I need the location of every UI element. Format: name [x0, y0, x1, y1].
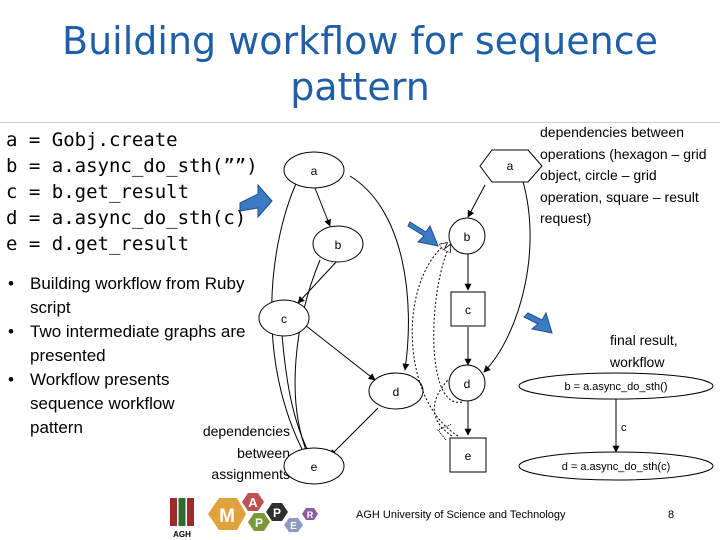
- svg-text:E: E: [290, 521, 297, 532]
- graph2-edges: [411, 171, 531, 441]
- graph2-node-d-circle: d: [448, 364, 486, 402]
- title-divider: [0, 122, 720, 123]
- graph3-edge-c: c: [612, 399, 627, 453]
- pointer-arrow-1: [239, 183, 273, 219]
- code-line-b: b = a.async_do_sth(””): [6, 155, 258, 177]
- svg-text:a: a: [311, 164, 318, 178]
- graph1-node-d: d: [368, 372, 424, 410]
- page-number: 8: [668, 509, 675, 521]
- graph2-node-c-square: c: [450, 291, 486, 327]
- code-line-d: d = a.async_do_sth(c): [6, 207, 247, 229]
- final-annotation: final result, workflow: [610, 332, 678, 370]
- svg-text:e: e: [311, 460, 318, 474]
- svg-text:b: b: [335, 238, 342, 252]
- operations-annotation: dependencies between operations (hexagon…: [540, 124, 707, 226]
- pointer-arrow-2: [407, 221, 439, 247]
- bullet-item: Building workflow from Ruby script: [6, 272, 256, 320]
- svg-text:c: c: [465, 303, 471, 317]
- graph3-node-d: d = a.async_do_sth(c): [518, 451, 714, 481]
- graph1-node-b: b: [312, 225, 364, 263]
- bullet-list: Building workflow from Ruby script Two i…: [6, 272, 256, 440]
- svg-text:e: e: [465, 449, 472, 463]
- bullet-item: Workflow presents sequence workflow patt…: [6, 368, 200, 440]
- code-line-a: a = Gobj.create: [6, 129, 178, 151]
- graph2-node-b-circle: b: [448, 217, 486, 255]
- svg-text:P: P: [255, 516, 263, 530]
- svg-text:d = a.async_do_sth(c): d = a.async_do_sth(c): [562, 461, 671, 473]
- pointer-arrow-3: [523, 311, 553, 334]
- svg-text:c: c: [621, 422, 627, 434]
- footer-university: AGH University of Science and Technology: [356, 509, 566, 521]
- svg-text:a: a: [507, 159, 514, 173]
- svg-text:d: d: [464, 377, 471, 391]
- graph1-node-e: e: [283, 447, 345, 485]
- graph1-node-c: c: [258, 299, 310, 337]
- svg-text:M: M: [219, 506, 235, 527]
- graph1-node-a: a: [283, 151, 345, 189]
- svg-text:b = a.async_do_sth(): b = a.async_do_sth(): [564, 381, 667, 393]
- graph3-node-b: b = a.async_do_sth(): [518, 372, 714, 400]
- graph2-node-e-square: e: [449, 437, 487, 473]
- code-line-e: e = d.get_result: [6, 233, 190, 255]
- agh-logo: AGH: [170, 496, 194, 540]
- code-line-c: c = b.get_result: [6, 181, 190, 203]
- svg-text:R: R: [307, 510, 314, 520]
- svg-text:A: A: [248, 495, 258, 510]
- slide-title: Building workflow for sequence pattern: [62, 19, 658, 109]
- svg-text:AGH: AGH: [173, 530, 191, 539]
- svg-text:b: b: [464, 230, 471, 244]
- bullet-item: Two intermediate graphs are presented: [6, 320, 256, 368]
- svg-text:c: c: [281, 312, 287, 326]
- assignments-annotation: dependencies between assignments: [202, 423, 290, 482]
- svg-text:d: d: [393, 385, 400, 399]
- graph2-node-a-hexagon: a: [479, 149, 543, 183]
- mapper-logo: M A P P E R: [206, 492, 320, 538]
- svg-text:P: P: [273, 506, 281, 520]
